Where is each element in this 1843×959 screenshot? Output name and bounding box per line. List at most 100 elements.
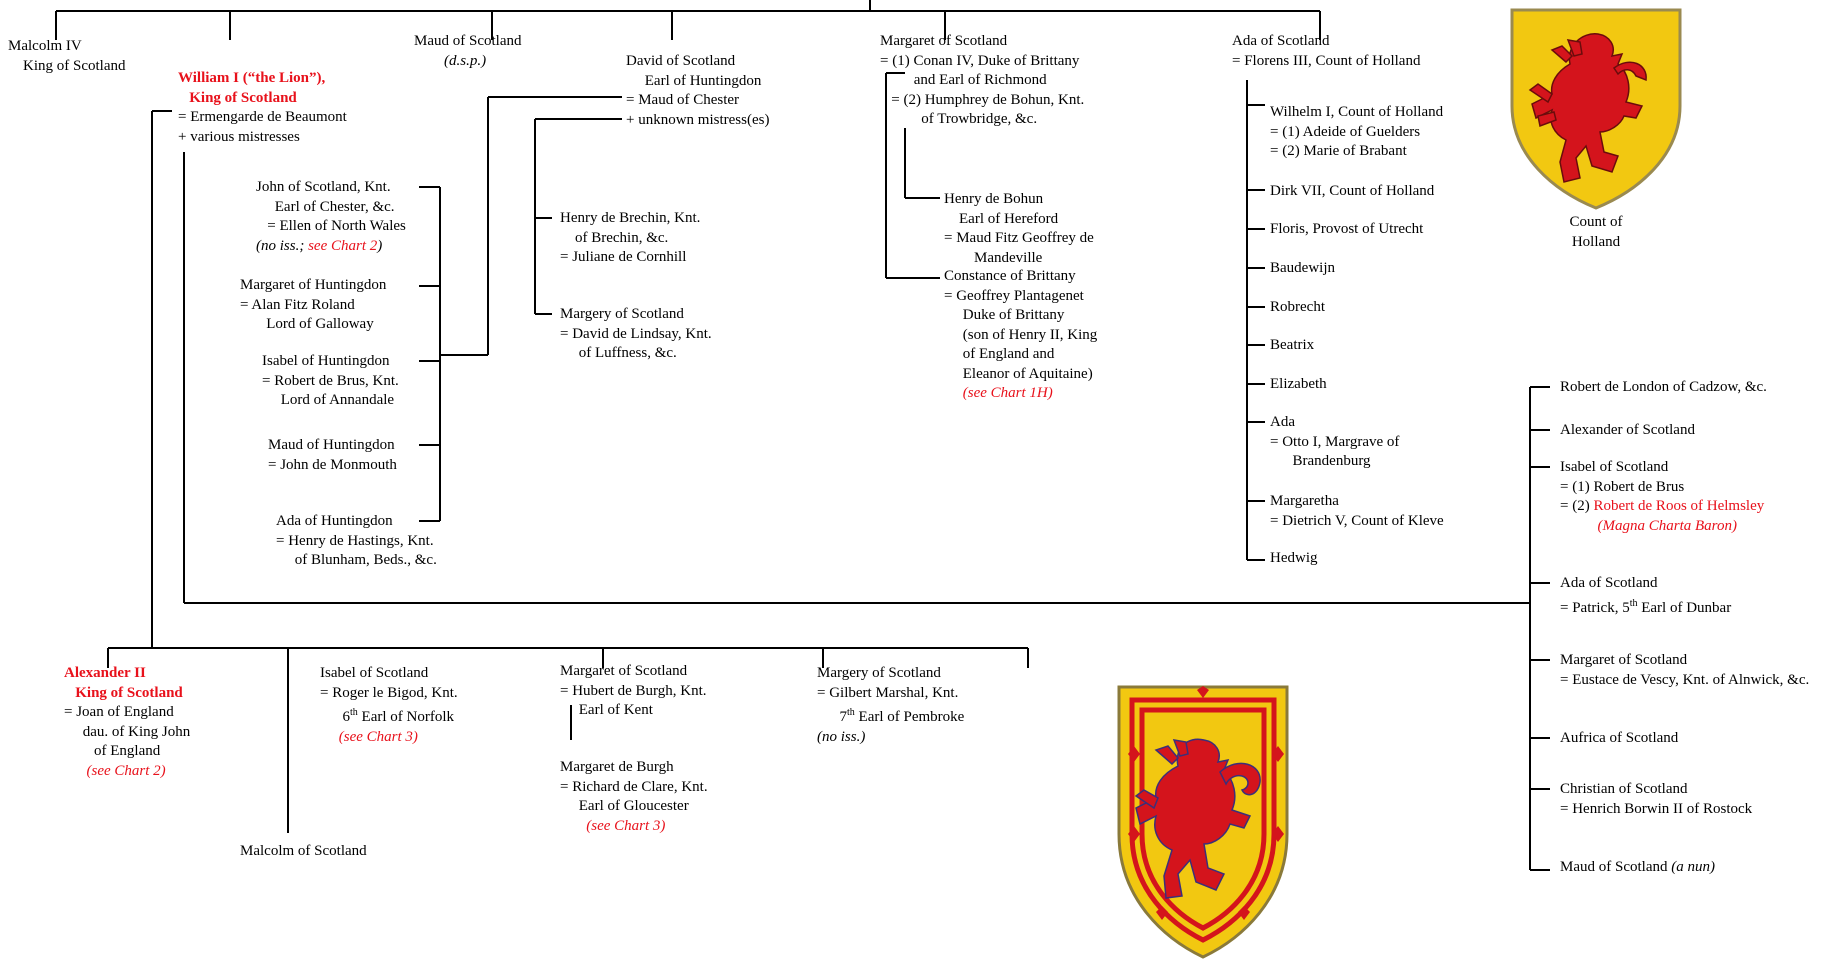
person-text-segment: = Patrick, 5	[1560, 599, 1630, 616]
person-text-segment: Henry de Bohun	[944, 191, 1044, 207]
person-text-segment: Margaretha	[1270, 493, 1339, 509]
person-text-segment: dau. of King John	[64, 723, 191, 740]
person-ada-of-scotland-dunbar: Ada of Scotland = Patrick, 5th Earl of Du…	[1560, 574, 1731, 618]
person-text-line: Duke of Brittany	[944, 306, 1097, 326]
person-text-segment: (see Chart 3)	[320, 728, 418, 745]
person-text-line: Alexander II	[64, 664, 190, 684]
person-text-segment: and Earl of Richmond	[880, 72, 1047, 88]
person-text-line: = Juliane de Cornhill	[560, 248, 700, 268]
person-text-segment: = Robert de Brus, Knt.	[262, 372, 399, 389]
person-text-segment: = (2)	[1560, 498, 1594, 514]
person-margaret-de-burgh: Margaret de Burgh= Richard de Clare, Knt…	[560, 758, 708, 836]
person-text-segment: Earl of Dunbar	[1637, 599, 1732, 616]
person-text-line: + various mistresses	[178, 128, 347, 148]
person-margaret-of-scotland-brittany: Margaret of Scotland= (1) Conan IV, Duke…	[880, 32, 1084, 130]
person-text-line: Aufrica of Scotland	[1560, 729, 1678, 749]
person-text-line: = Richard de Clare, Knt.	[560, 778, 708, 798]
person-text-segment: = Juliane de Cornhill	[560, 249, 687, 265]
person-text-line: Elizabeth	[1270, 375, 1327, 395]
person-ada-of-holland: Ada= Otto I, Margrave of Brandenburg	[1270, 413, 1399, 472]
person-text-line: = Henry de Hastings, Knt.	[276, 532, 437, 552]
person-text-segment: th	[847, 707, 855, 718]
person-text-line: Robrecht	[1270, 298, 1325, 318]
person-text-line: Ada of Scotland	[1560, 574, 1731, 594]
person-text-line: (see Chart 2)	[64, 762, 190, 782]
person-text-line: = (1) Conan IV, Duke of Brittany	[880, 52, 1084, 72]
person-text-segment: of England and	[944, 346, 1055, 362]
person-margaret-of-scotland-vescy: Margaret of Scotland = Eustace de Vescy, …	[1560, 651, 1809, 690]
person-text-line: John of Scotland, Knt.	[256, 178, 406, 198]
person-elizabeth: Elizabeth	[1270, 375, 1327, 395]
person-text-segment: (no iss.)	[817, 728, 866, 745]
person-text-line: (Magna Charta Baron)	[1560, 517, 1764, 537]
person-text-segment: Aufrica of Scotland	[1560, 730, 1679, 746]
person-william-i: William I (“the Lion”), King of Scotland…	[178, 69, 347, 147]
person-text-segment: (son of Henry II, King	[944, 326, 1098, 343]
person-wilhelm-i: Wilhelm I, Count of Holland= (1) Adeide …	[1270, 103, 1443, 162]
person-text-segment: = John de Monmouth	[268, 456, 397, 473]
scotland-coat-of-arms	[1117, 685, 1289, 959]
person-text-segment: = Maud Fitz Geoffrey de	[944, 230, 1094, 246]
person-text-line: Malcolm of Scotland	[240, 842, 367, 862]
person-text-segment: Floris, Provost of Utrecht	[1270, 221, 1424, 237]
person-text-line: Floris, Provost of Utrecht	[1270, 220, 1423, 240]
person-text-line: David of Scotland	[626, 52, 769, 72]
person-text-segment: of Trowbridge, &c.	[880, 111, 1038, 127]
person-text-line: = (2) Robert de Roos of Helmsley	[1560, 497, 1764, 517]
person-text-segment: of Blunham, Beds., &c.	[276, 552, 437, 568]
person-text-line: William I (“the Lion”),	[178, 69, 347, 89]
person-text-line: = Eustace de Vescy, Knt. of Alnwick, &c.	[1560, 671, 1809, 691]
person-ada-of-huntingdon: Ada of Huntingdon= Henry de Hastings, Kn…	[276, 512, 437, 571]
person-text-line: Wilhelm I, Count of Holland	[1270, 103, 1443, 123]
person-text-segment: Maud of Scotland	[1560, 859, 1672, 875]
person-text-segment: Earl of Norfolk	[357, 709, 454, 725]
person-text-segment: Margaret of Scotland	[1560, 652, 1688, 668]
person-text-segment: (no iss.;	[256, 237, 309, 254]
person-text-segment: Isabel of Scotland	[320, 665, 429, 681]
person-beatrix: Beatrix	[1270, 336, 1314, 356]
person-text-line: Margery of Scotland	[560, 305, 712, 325]
person-text-line: Christian of Scotland	[1560, 780, 1752, 800]
person-text-segment: Mandeville	[944, 249, 1043, 266]
person-text-line: = Hubert de Burgh, Knt.	[560, 682, 707, 702]
person-john-of-scotland: John of Scotland, Knt. Earl of Chester, …	[256, 178, 406, 256]
person-text-segment: Lord of Galloway	[240, 316, 374, 332]
person-robrecht: Robrecht	[1270, 298, 1325, 318]
person-christian-of-scotland: Christian of Scotland= Henrich Borwin II…	[1560, 780, 1752, 819]
person-text-segment: + unknown mistress(es)	[626, 111, 770, 128]
person-text-line: King of Scotland	[178, 89, 347, 109]
person-text-segment: Margaret of Scotland	[560, 663, 688, 679]
person-text-line: Maud of Scotland	[414, 32, 521, 52]
person-text-line: Margery of Scotland	[817, 664, 964, 684]
person-text-line: Brandenburg	[1270, 452, 1399, 472]
person-text-line: of Blunham, Beds., &c.	[276, 551, 437, 571]
person-text-segment: Malcolm of Scotland	[240, 843, 367, 859]
person-text-segment: Earl of Chester, &c.	[256, 198, 395, 215]
person-text-segment: King of Scotland	[178, 89, 297, 106]
person-text-line: = (1) Robert de Brus	[1560, 478, 1764, 498]
person-text-segment: Alexander of Scotland	[1560, 422, 1695, 438]
person-text-line: Earl of Gloucester	[560, 797, 708, 817]
person-text-line: Beatrix	[1270, 336, 1314, 356]
person-text-segment: = (1) Conan IV, Duke of Brittany	[880, 52, 1080, 69]
person-text-segment: Malcolm IV	[8, 38, 82, 54]
person-text-segment: Ada of Scotland	[1560, 575, 1658, 591]
person-text-segment: Margery of Scotland	[817, 665, 941, 681]
person-text-line: Margaret de Burgh	[560, 758, 708, 778]
person-text-segment: th	[1629, 597, 1638, 609]
person-text-segment: Earl of Hereford	[944, 210, 1059, 227]
person-floris: Floris, Provost of Utrecht	[1270, 220, 1423, 240]
person-text-segment: Ada of Scotland	[1232, 33, 1330, 49]
person-text-segment: = Otto I, Margrave of	[1270, 433, 1400, 450]
person-text-segment: Hedwig	[1270, 550, 1318, 566]
person-text-line: King of Scotland	[64, 684, 190, 704]
person-text-segment: = David de Lindsay, Knt.	[560, 325, 712, 342]
person-aufrica-of-scotland: Aufrica of Scotland	[1560, 729, 1678, 749]
person-text-segment: = Florens III, Count of Holland	[1232, 52, 1421, 69]
person-text-line: = Maud of Chester	[626, 91, 769, 111]
person-text-line: Margaret of Scotland	[880, 32, 1084, 52]
person-henry-de-brechin: Henry de Brechin, Knt. of Brechin, &c.= …	[560, 209, 700, 268]
person-maud-of-scotland-dsp: Maud of Scotland (d.s.p.)	[414, 32, 521, 71]
holland-arms-caption: Count of Holland	[1560, 212, 1632, 252]
person-text-segment: )	[377, 237, 383, 254]
